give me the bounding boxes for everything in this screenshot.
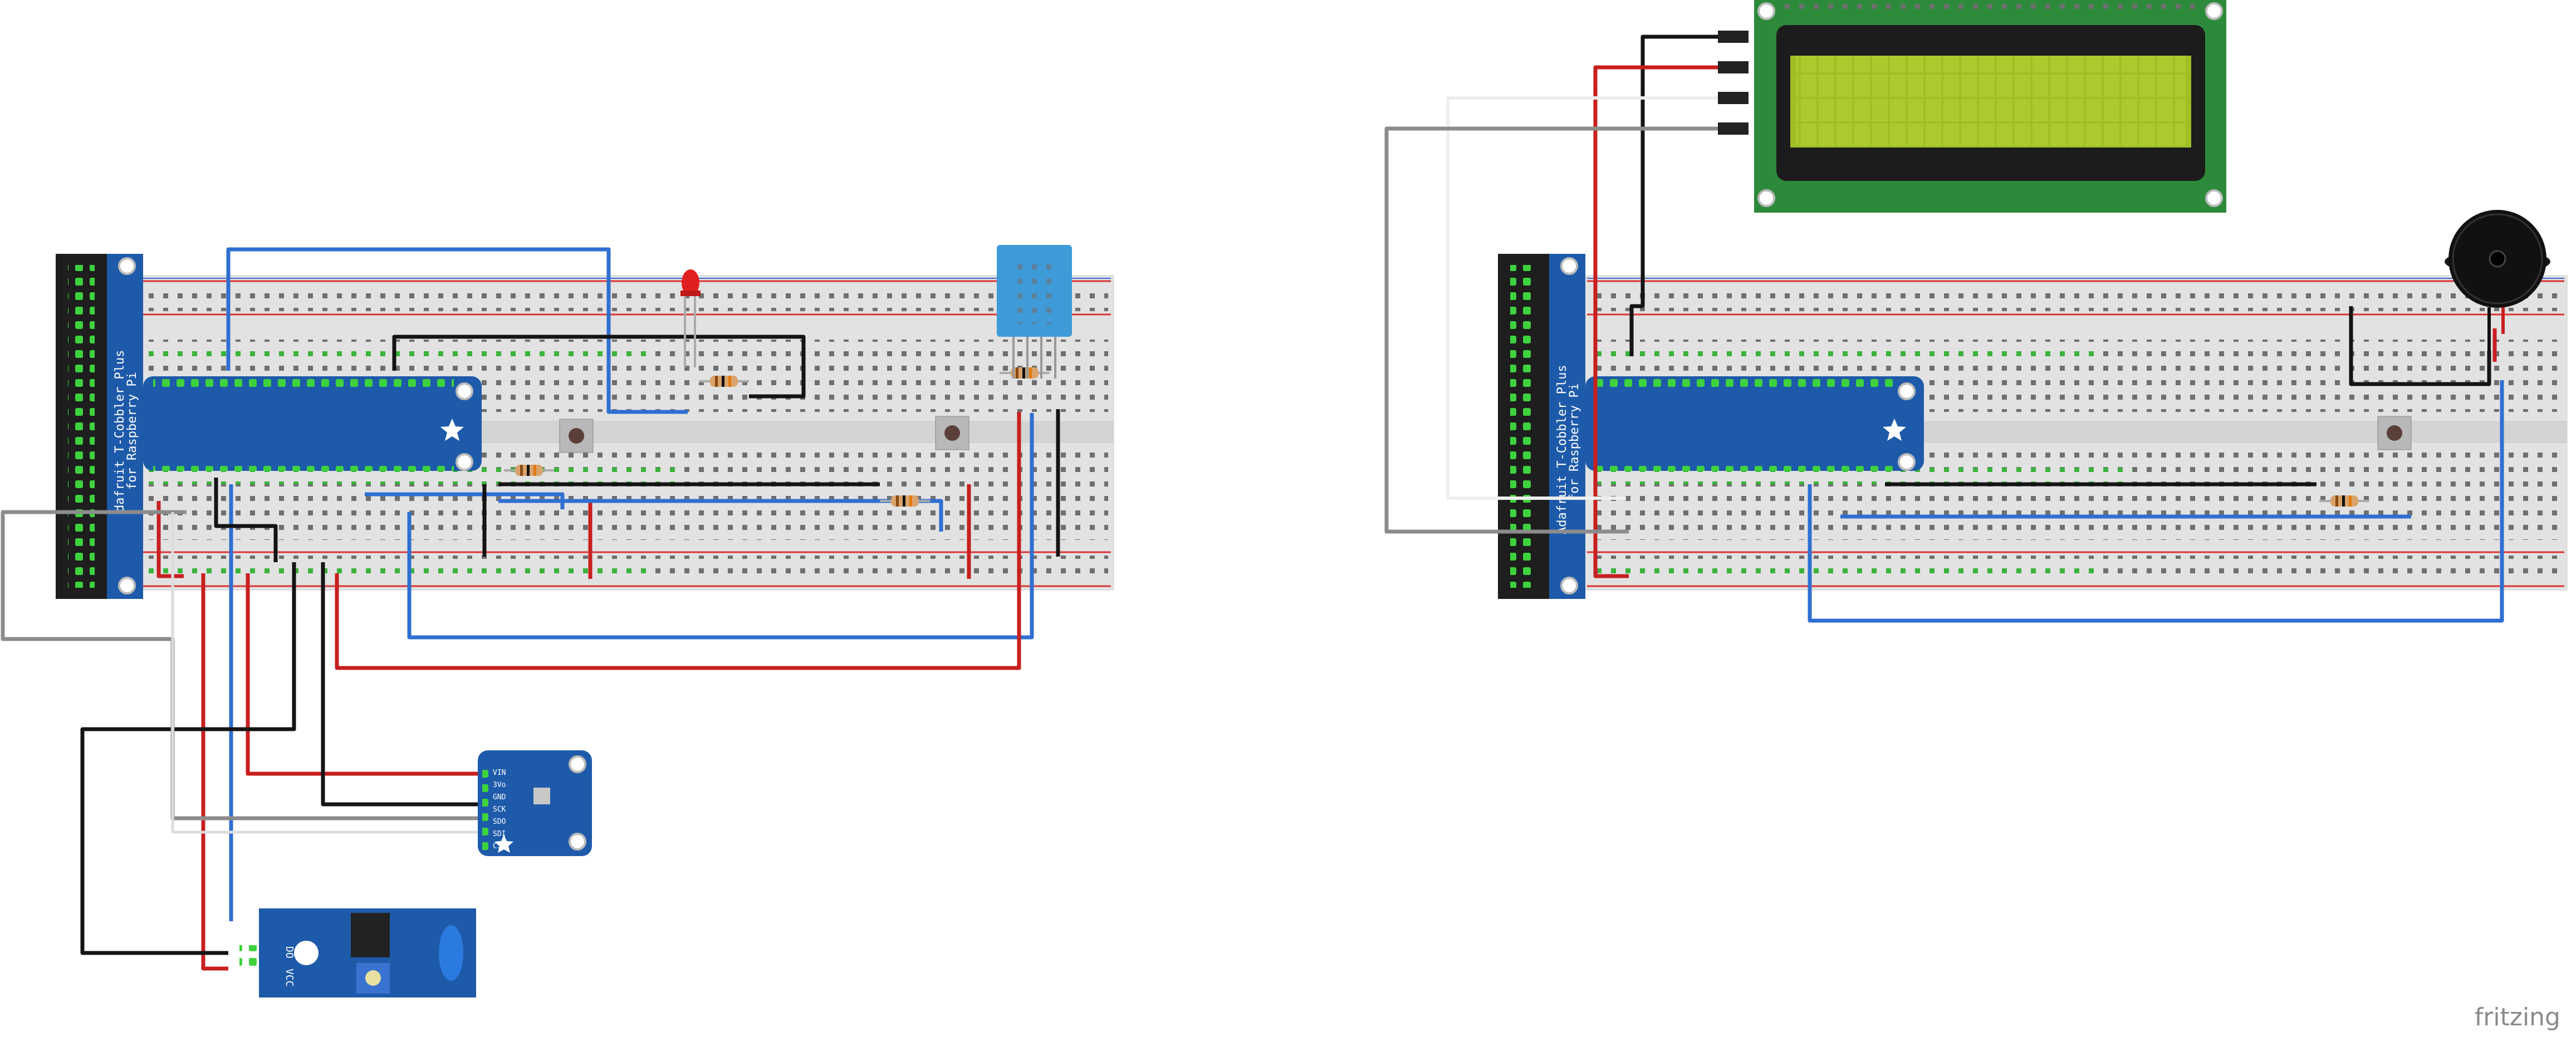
sound-sensor-module: DO GND VCC [239, 908, 476, 997]
cobbler-subtitle: for Raspberry Pi [125, 372, 139, 490]
t-cobbler-right: Adafruit T-Cobbler Plus for Raspberry Pi [1498, 254, 1924, 599]
left-circuit: dafruit T-Cobbler Plus for Raspberry Pi [1, 245, 1114, 997]
lcd-16x2 [1718, 0, 2226, 213]
bme280-pin-gnd: GND [493, 793, 506, 802]
adafruit-star-icon [440, 419, 464, 441]
wires-left [1, 247, 1060, 971]
bme280-pin-vin: VIN [493, 769, 506, 777]
resistor-left-2 [504, 465, 554, 476]
resistor-left-1 [699, 376, 749, 387]
bme280-breakout: VIN 3Vo GND SCK SDO SDI CS [478, 750, 592, 856]
adafruit-star-icon [1883, 419, 1906, 441]
breadboard-left [128, 275, 1114, 591]
sound-pin-gnd: GND [296, 946, 307, 965]
t-cobbler-left: dafruit T-Cobbler Plus for Raspberry Pi [56, 254, 482, 599]
resistor-right-1 [2319, 495, 2369, 507]
cobbler-title: dafruit T-Cobbler Plus [113, 350, 127, 512]
bme280-pin-sdi: SDI [493, 830, 506, 838]
resistor-left-3 [880, 495, 930, 507]
cobbler-subtitle: for Raspberry Pi [1568, 383, 1581, 501]
wires-right [1384, 35, 2504, 623]
push-button-left-1 [559, 419, 594, 453]
red-led [680, 269, 701, 367]
bme280-pin-sdo: SDO [493, 818, 506, 826]
cobbler-title: Adafruit T-Cobbler Plus [1555, 365, 1569, 534]
bme280-pin-sck: SCK [493, 805, 506, 814]
sound-pin-do: DO [283, 946, 295, 959]
fritzing-watermark: fritzing [2474, 1003, 2560, 1031]
adafruit-star-icon [494, 835, 513, 853]
sound-pin-vcc: VCC [283, 969, 295, 987]
bme280-pin-3vo: 3Vo [493, 781, 506, 789]
push-button-right [2377, 416, 2412, 450]
dht-sensor [997, 245, 1072, 379]
push-button-left-2 [935, 416, 969, 450]
buzzer [2445, 210, 2550, 351]
right-circuit: Adafruit T-Cobbler Plus for Raspberry Pi [1384, 0, 2568, 623]
